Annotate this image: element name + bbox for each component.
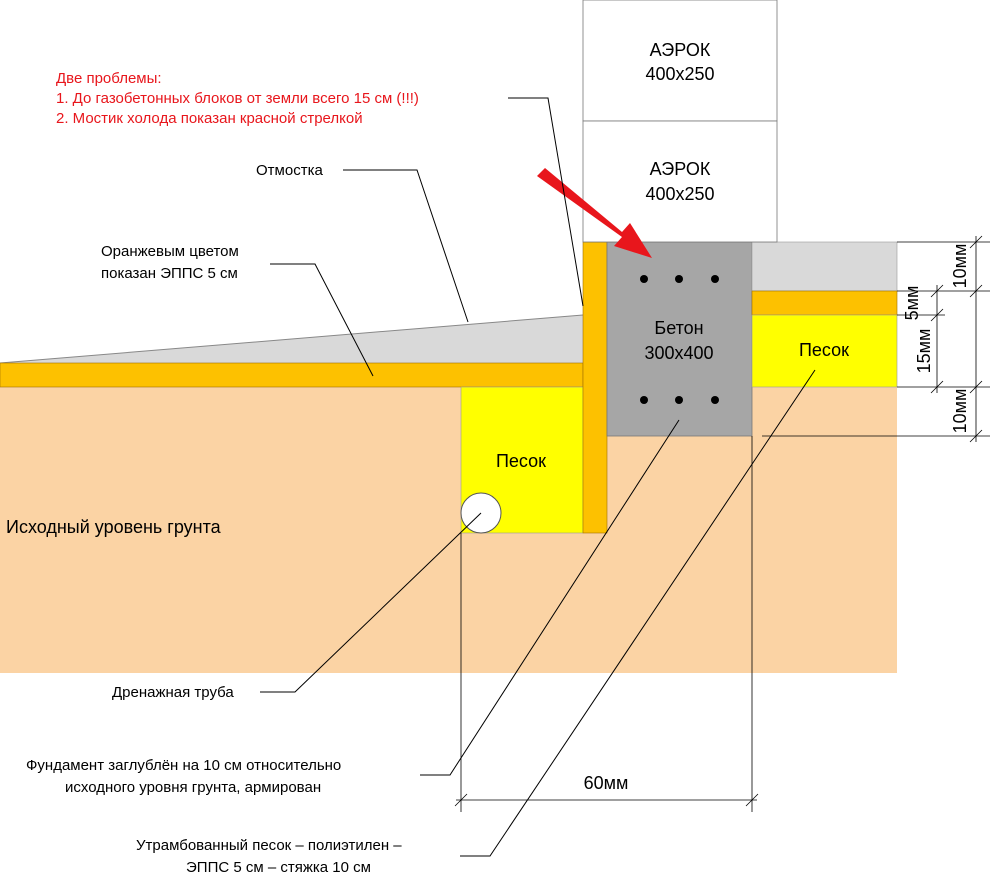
width-tick-right bbox=[745, 793, 759, 807]
soil-below-concrete bbox=[607, 436, 752, 673]
vdim-label-1: 10мм bbox=[950, 244, 970, 289]
vdim-tick-3 bbox=[969, 380, 983, 394]
notes-leader bbox=[508, 97, 584, 307]
notes-title: Две проблемы: bbox=[56, 70, 162, 87]
aerok-top-name: АЭРОК bbox=[650, 40, 711, 60]
vdim-label-2: 5мм bbox=[902, 286, 922, 321]
concrete-size: 300x400 bbox=[644, 343, 713, 363]
xps-label-2: показан ЭППС 5 см bbox=[101, 265, 238, 282]
vdim-tick-7 bbox=[930, 380, 944, 394]
otmostka-label: Отмостка bbox=[256, 162, 323, 179]
rebar-bottom bbox=[640, 396, 719, 404]
xps-vertical bbox=[582, 241, 608, 534]
foundation-label-1: Фундамент заглублён на 10 см относительн… bbox=[26, 757, 341, 774]
sand-right-label: Песок bbox=[799, 340, 849, 360]
screed-right bbox=[751, 241, 898, 292]
ground-label: Исходный уровень грунта bbox=[6, 517, 222, 537]
xps-horizontal bbox=[0, 362, 584, 388]
blind-area-top-edge bbox=[0, 314, 584, 364]
drain-leader bbox=[260, 512, 482, 693]
width-tick-left bbox=[454, 793, 468, 807]
foundation-leader bbox=[420, 419, 680, 776]
xps-right bbox=[751, 290, 898, 316]
compacted-label-2: ЭППС 5 см – стяжка 10 см bbox=[186, 859, 371, 876]
xps-leader bbox=[270, 263, 374, 377]
aerok-bottom-name: АЭРОК bbox=[650, 159, 711, 179]
vdim-label-3: 15мм bbox=[914, 329, 934, 374]
compacted-label-1: Утрамбованный песок – полиэтилен – bbox=[136, 837, 402, 854]
cold-bridge-arrow bbox=[537, 168, 652, 258]
vdim-tick-6 bbox=[930, 308, 944, 322]
sand-left-label: Песок bbox=[496, 451, 546, 471]
sand-right bbox=[751, 314, 898, 388]
aerok-block-top bbox=[582, 0, 778, 122]
concrete-name: Бетон bbox=[654, 318, 703, 338]
aerok-top-size: 400x250 bbox=[645, 64, 714, 84]
vdim-tick-1 bbox=[969, 235, 983, 249]
vdim-label-4: 10мм bbox=[950, 389, 970, 434]
xps-label-1: Оранжевым цветом bbox=[101, 243, 239, 260]
rebar-top bbox=[640, 275, 719, 283]
aerok-bottom-size: 400x250 bbox=[645, 184, 714, 204]
compacted-leader bbox=[460, 369, 816, 857]
vdim-tick-4 bbox=[969, 429, 983, 443]
aerok-block-bottom bbox=[582, 120, 778, 243]
vdim-tick-2 bbox=[969, 284, 983, 298]
vdim-tick-5 bbox=[930, 284, 944, 298]
concrete-beam bbox=[606, 241, 753, 437]
width-dim-label: 60мм bbox=[584, 773, 629, 793]
drain-label: Дренажная труба bbox=[112, 684, 234, 701]
notes-line2: 2. Мостик холода показан красной стрелко… bbox=[56, 110, 363, 127]
foundation-label-2: исходного уровня грунта, армирован bbox=[65, 779, 321, 796]
notes-line1: 1. До газобетонных блоков от земли всего… bbox=[56, 90, 419, 107]
otmostka-leader bbox=[343, 169, 469, 323]
